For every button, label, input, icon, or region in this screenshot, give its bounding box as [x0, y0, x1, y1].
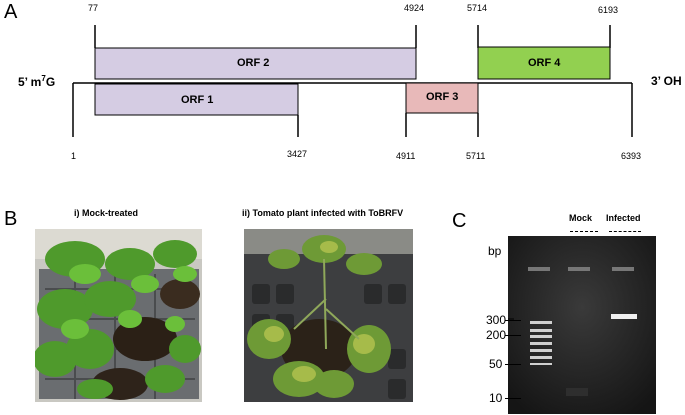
well-ladder [528, 267, 550, 271]
orf1-label: ORF 1 [181, 94, 214, 106]
infected-band [611, 314, 637, 319]
pos-5711: 5711 [466, 151, 486, 161]
pos-6393: 6393 [621, 151, 642, 161]
lane-infected-label: Infected [606, 213, 641, 223]
orf1-box [94, 83, 299, 116]
pos-3427: 3427 [287, 149, 308, 159]
lane-mock-label: Mock [569, 213, 593, 223]
orf4-label: ORF 4 [528, 57, 561, 69]
infected-caption: ii) Tomato plant infected with ToBRFV [242, 208, 404, 218]
orf4-box [477, 46, 611, 80]
marker-200-tick [505, 335, 521, 336]
five-prime-label: 5’ m7G [18, 74, 56, 89]
ladder-bands [530, 321, 552, 365]
pos-77: 77 [88, 3, 99, 13]
mock-plant-photo [35, 229, 202, 402]
pos-6193: 6193 [598, 5, 619, 15]
well-mock [568, 267, 590, 271]
genome-map [72, 25, 633, 137]
marker-10-tick [505, 398, 521, 399]
orf3-box [405, 82, 479, 114]
three-prime-label: 3’ OH [651, 74, 682, 88]
marker-300-tick [505, 320, 521, 321]
panel-c-letter: C [452, 210, 467, 232]
orf2-box [94, 47, 417, 80]
panel-a-letter: A [4, 1, 18, 23]
marker-10-label: 10 [489, 391, 503, 405]
marker-50-tick [505, 364, 521, 365]
infected-plant-photo [244, 229, 413, 402]
pos-4911: 4911 [396, 151, 416, 161]
marker-50-label: 50 [489, 357, 503, 371]
pos-1: 1 [71, 151, 77, 161]
mock-smear [566, 388, 588, 396]
orf2-label: ORF 2 [237, 57, 270, 69]
mock-caption: i) Mock-treated [74, 208, 139, 218]
pos-5714: 5714 [467, 3, 488, 13]
infected-lane-underline [609, 231, 641, 232]
mock-lane-underline [570, 231, 598, 232]
pos-4924: 4924 [404, 3, 425, 13]
panel-b-letter: B [4, 208, 18, 230]
marker-200-label: 200 [486, 328, 507, 342]
orf3-label: ORF 3 [426, 91, 459, 103]
bp-unit-label: bp [488, 244, 502, 258]
well-infected [612, 267, 634, 271]
gel-image [508, 236, 656, 414]
marker-300-label: 300 [486, 313, 507, 327]
